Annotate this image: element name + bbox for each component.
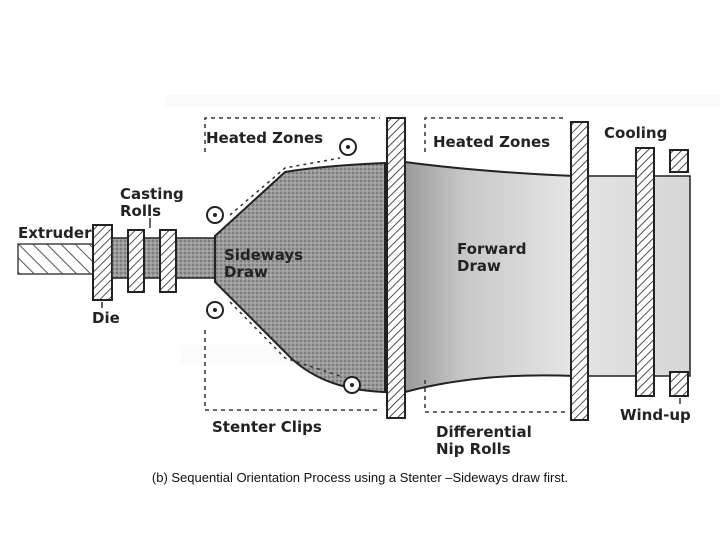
- label-heated-zones-left: Heated Zones: [206, 129, 323, 147]
- cooling-roll: [635, 147, 655, 397]
- sideways-draw-film: [214, 161, 386, 394]
- forward-draw-film: [404, 160, 576, 394]
- label-wind-up: Wind-up: [620, 406, 691, 424]
- differential-nip-roll: [570, 121, 589, 421]
- clip-dot: [213, 145, 354, 387]
- wind-up-roll-top: [669, 149, 689, 173]
- label-heated-zones-right: Heated Zones: [433, 133, 550, 151]
- label-cooling: Cooling: [604, 124, 667, 142]
- leader-line: [101, 218, 681, 404]
- stenter-clip-icon: [206, 138, 361, 394]
- label-forward: Forward: [457, 240, 526, 258]
- stenter-exit-roll: [386, 117, 406, 419]
- die-plate: [92, 224, 113, 301]
- label-extruder: Extruder: [18, 224, 92, 242]
- extruder-screw: [17, 243, 94, 275]
- label-rolls: Rolls: [120, 202, 161, 220]
- label-differential: Differential: [436, 423, 532, 441]
- wind-up-roll-bottom: [669, 371, 689, 397]
- label-sideways: Sideways: [224, 246, 303, 264]
- label-casting: Casting: [120, 185, 184, 203]
- stenter-clip-chains: [229, 157, 341, 377]
- figure-caption: (b) Sequential Orientation Process using…: [151, 470, 569, 485]
- label-sideways-draw: Draw: [224, 263, 268, 281]
- label-die: Die: [92, 309, 120, 327]
- stenter-process-diagram: Heated Zones Heated Zones Cooling Castin…: [17, 117, 692, 458]
- zone-bracket: [204, 117, 565, 413]
- casting-rolls: [127, 229, 177, 293]
- label-forward-draw: Draw: [457, 257, 501, 275]
- label-stenter-clips: Stenter Clips: [212, 418, 322, 436]
- label-nip-rolls: Nip Rolls: [436, 440, 511, 458]
